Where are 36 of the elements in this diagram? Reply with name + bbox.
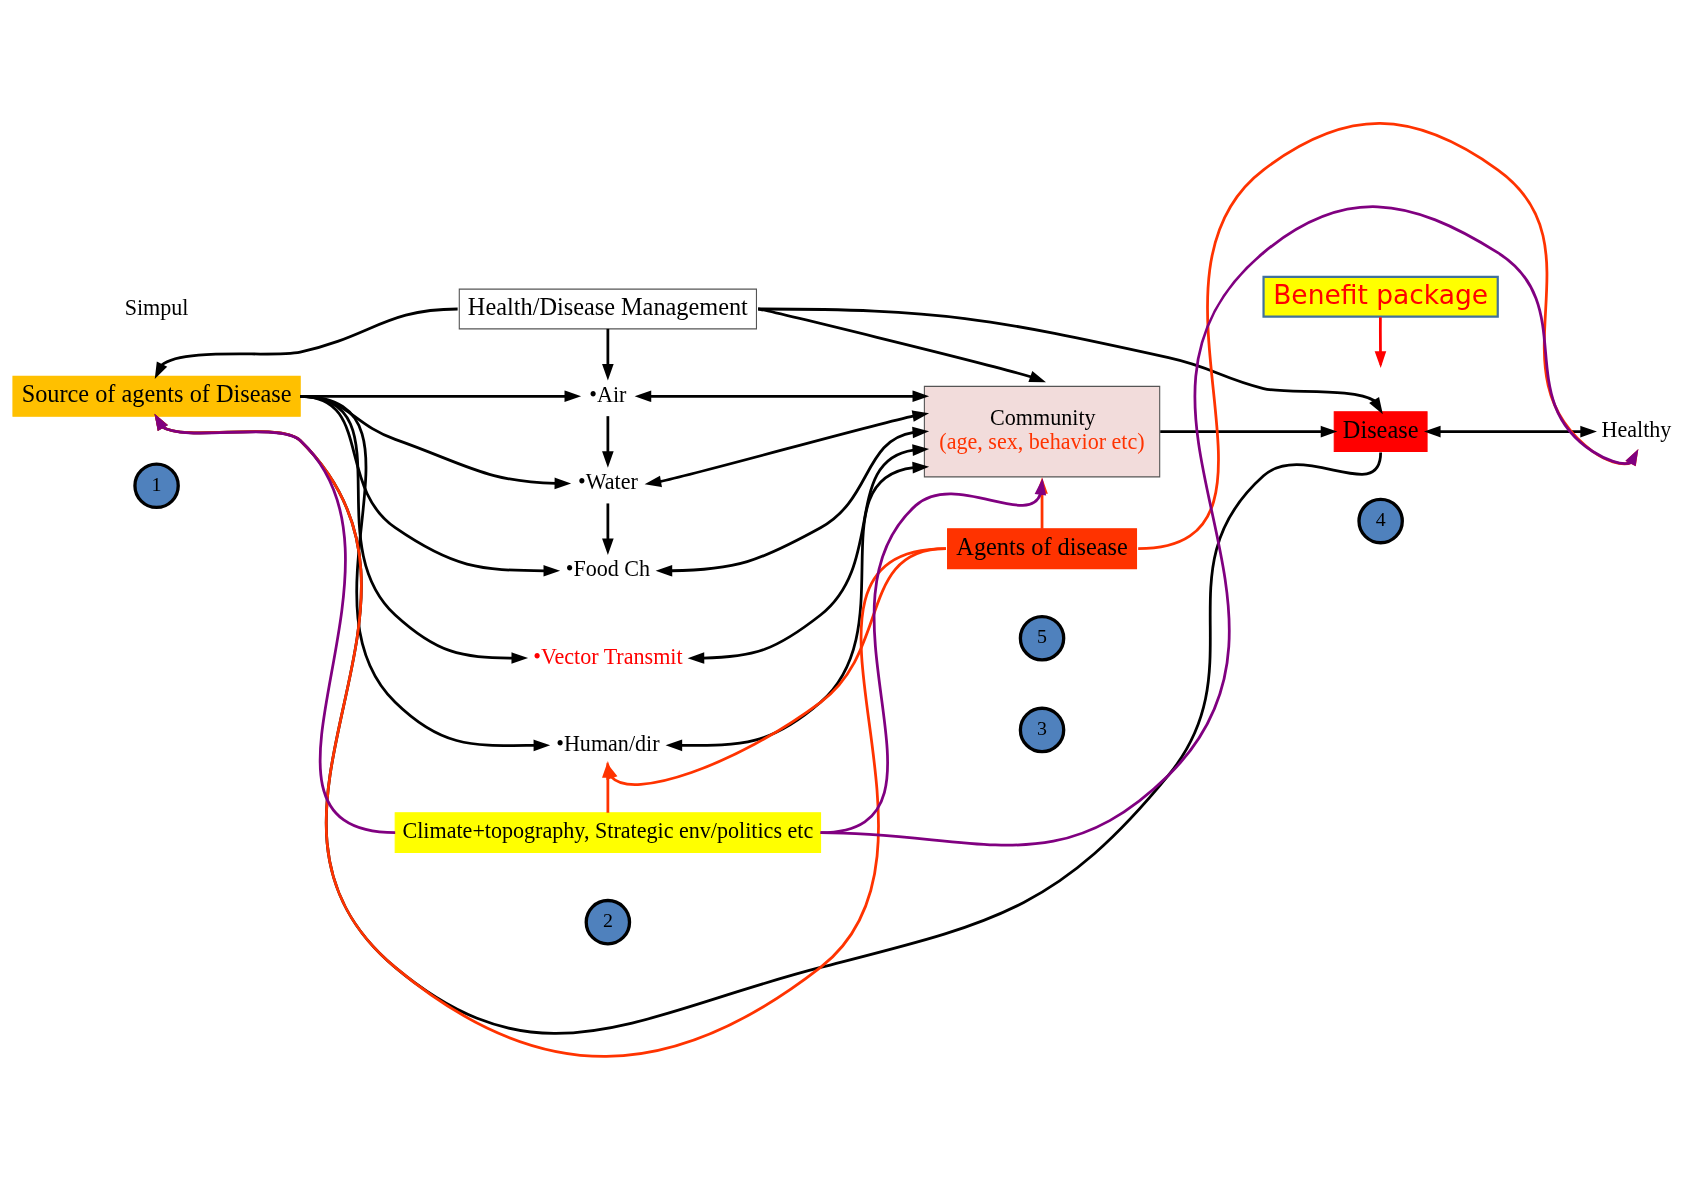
node-circle: 2 — [584, 898, 632, 946]
node-circle: 3 — [1018, 706, 1066, 754]
arrow — [665, 461, 930, 752]
arrow — [154, 413, 396, 834]
node-box: Disease — [1333, 411, 1428, 453]
node-circle: 5 — [1018, 614, 1066, 662]
arrow — [634, 390, 930, 403]
label: Simpul — [124, 294, 189, 320]
arrow — [687, 444, 930, 664]
node-text: •Vector Transmit — [533, 643, 683, 669]
node-text: •Air — [589, 381, 627, 407]
arrow — [644, 410, 930, 488]
arrow — [757, 307, 1046, 383]
arrow — [820, 205, 1639, 847]
node-box: Source of agents of Disease — [12, 375, 301, 417]
node-text: Healthy — [1601, 417, 1672, 443]
arrow — [154, 307, 458, 380]
arrow — [602, 761, 614, 813]
arrow — [602, 328, 614, 381]
arrow — [300, 394, 551, 752]
node-text: •Water — [577, 469, 638, 495]
node-box: Climate+topography, Strategic env/politics etc — [394, 812, 822, 854]
arrow — [602, 503, 614, 556]
node-text: •Human/dir — [556, 730, 660, 756]
arrow — [1160, 425, 1338, 438]
node-box: Benefit package — [1262, 275, 1499, 318]
node-box: Agents of disease — [947, 528, 1138, 570]
node-circle: 1 — [133, 462, 180, 510]
node-box: Health/Disease Management — [458, 288, 757, 330]
arrow — [1137, 122, 1639, 551]
node-circle: 4 — [1357, 497, 1404, 545]
node-text: •Food Ch — [565, 556, 651, 582]
arrow — [1423, 425, 1597, 438]
arrow — [655, 426, 930, 577]
arrow — [602, 416, 614, 468]
arrow — [154, 413, 947, 1058]
